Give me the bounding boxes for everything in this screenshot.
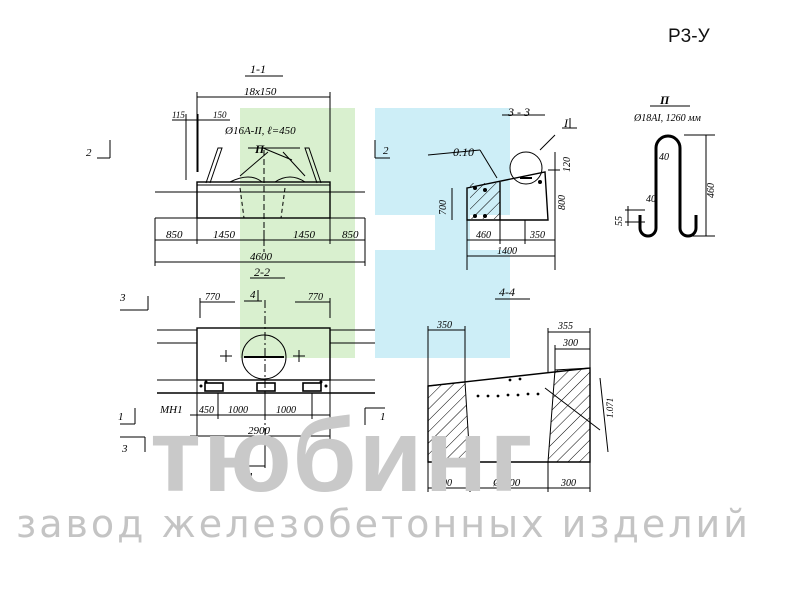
section-4-4-title: 4-4 xyxy=(499,285,515,299)
dim-150: 150 xyxy=(213,110,227,120)
cut-3-bottom: 3 xyxy=(121,443,128,455)
cut-1-right: 1 xyxy=(380,411,386,423)
section-1-1-title: 1-1 xyxy=(250,62,266,76)
section-3-3-rebars xyxy=(473,180,542,218)
dim-1450-left: 1450 xyxy=(213,229,236,241)
section-3-3-title: 3 - 3 xyxy=(507,105,530,119)
dim-1400: 1400 xyxy=(497,246,517,257)
dim-1450-right: 1450 xyxy=(293,229,316,241)
dim-120: 120 xyxy=(562,157,573,172)
cut-2-left: 2 xyxy=(86,147,92,159)
dim-770-left: 770 xyxy=(205,292,220,303)
section-4-4-rebar-dots xyxy=(476,377,540,398)
brand-tagline: завод железобетонных изделий xyxy=(16,502,751,546)
dim-300-top: 300 xyxy=(562,338,578,349)
cut-3-top: 3 xyxy=(119,292,126,304)
logo-watermark xyxy=(240,108,510,358)
dim-40-bottom: 40 xyxy=(646,194,656,205)
logo-green-bar xyxy=(240,220,335,250)
dim-350-4-4: 350 xyxy=(436,320,452,331)
loop-detail-title: П xyxy=(659,93,670,107)
slope-label: 0.10 xyxy=(453,145,474,159)
dim-1071: 1.071 xyxy=(605,398,615,418)
dim-1000-right: 1000 xyxy=(276,405,296,416)
diameter-800: Ø 800 xyxy=(492,477,521,489)
dim-300-left: 300 xyxy=(436,478,452,489)
loop-mark: П xyxy=(254,142,265,156)
plate-mark: МН1 xyxy=(159,404,183,416)
rebar-spacing-label: 18x150 xyxy=(244,86,277,98)
total-length-4600: 4600 xyxy=(250,251,273,263)
dim-40-top: 40 xyxy=(659,152,669,163)
dim-450: 450 xyxy=(199,405,214,416)
cut-4-bottom: 4 xyxy=(247,471,253,483)
section-2-2-title: 2-2 xyxy=(254,265,270,279)
dim-460-loop: 460 xyxy=(706,183,717,198)
dim-2900: 2900 xyxy=(248,425,271,437)
dim-850-right: 850 xyxy=(342,229,359,241)
section-2-2-rebars xyxy=(199,380,328,388)
section-1-1 xyxy=(97,75,390,266)
loop-detail-spec: Ø18AI, 1260 мм xyxy=(633,113,702,124)
dim-850-left: 850 xyxy=(166,229,183,241)
logo-cyan-notch xyxy=(375,215,435,250)
dim-800: 800 xyxy=(557,195,568,210)
dim-350: 350 xyxy=(529,230,545,241)
marker-i: I xyxy=(563,116,569,130)
brand-name: тюбинг xyxy=(150,398,535,514)
logo-cyan-notch-2 xyxy=(470,215,510,250)
section-4-4 xyxy=(427,298,609,492)
section-2-2 xyxy=(120,277,385,470)
dim-460: 460 xyxy=(476,230,491,241)
dim-355: 355 xyxy=(557,321,573,332)
dim-55: 55 xyxy=(614,216,625,226)
cut-1-left: 1 xyxy=(118,411,124,423)
dim-700: 700 xyxy=(438,200,449,215)
rebar-note: Ø16A-II, ℓ=450 xyxy=(224,125,296,137)
cut-4-top: 4 xyxy=(250,289,256,301)
dim-115: 115 xyxy=(172,110,185,120)
loop-detail xyxy=(625,105,715,238)
dim-1000-left: 1000 xyxy=(228,405,248,416)
drawing-code: Р3-У xyxy=(668,26,710,47)
cut-2-right: 2 xyxy=(383,145,389,157)
dim-770-right: 770 xyxy=(308,292,323,303)
dim-300-right: 300 xyxy=(560,478,576,489)
